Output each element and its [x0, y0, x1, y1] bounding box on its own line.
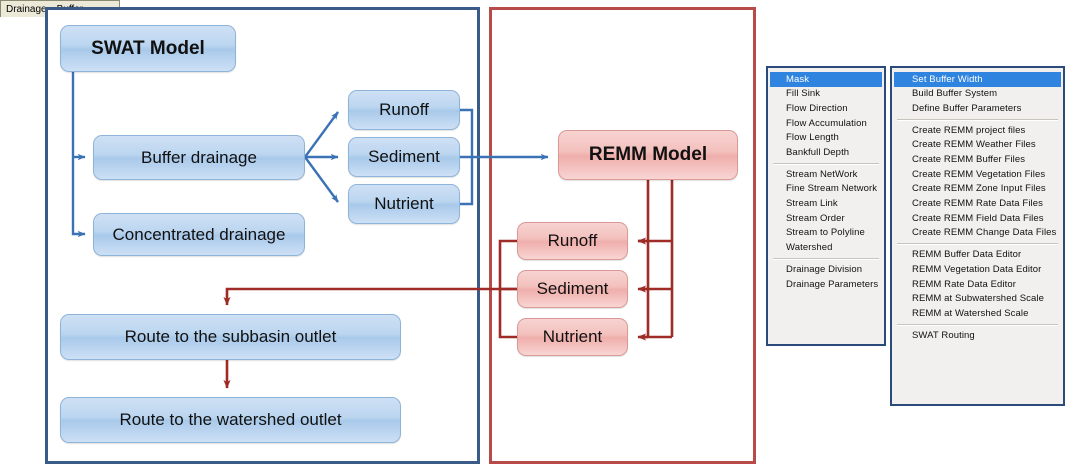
- menu-separator: [897, 118, 1058, 121]
- drainage-menu-item-fill-sink[interactable]: Fill Sink: [786, 88, 821, 100]
- node-label: Nutrient: [374, 194, 434, 214]
- menubar-item-drainage[interactable]: Drainage: [6, 3, 47, 15]
- drainage-menu-item-flow-direction[interactable]: Flow Direction: [786, 102, 848, 114]
- drainage-menu-item-fine-stream-network[interactable]: Fine Stream Network: [786, 183, 878, 195]
- menu-separator: [773, 257, 879, 260]
- buffer-menu-item-define-buffer-parameters[interactable]: Define Buffer Parameters: [912, 102, 1022, 114]
- buffer-menu-item-set-buffer-width[interactable]: Set Buffer Width: [894, 72, 1061, 87]
- drainage-menu-item-stream-to-polyline[interactable]: Stream to Polyline: [786, 227, 865, 239]
- drainage-menu-item-flow-accumulation[interactable]: Flow Accumulation: [786, 117, 867, 129]
- buffer-menu-item-create-remm-zone-input-files[interactable]: Create REMM Zone Input Files: [912, 183, 1046, 195]
- node-concentrated-drainage[interactable]: Concentrated drainage: [93, 213, 305, 256]
- buffer-menu-item-remm-at-watershed-scale[interactable]: REMM at Watershed Scale: [912, 307, 1029, 319]
- node-label: Runoff: [547, 231, 598, 251]
- buffer-menu-item-create-remm-project-files[interactable]: Create REMM project files: [912, 124, 1026, 136]
- drainage-menu-item-watershed[interactable]: Watershed: [786, 242, 833, 254]
- drainage-menu-item-mask[interactable]: Mask: [770, 72, 882, 87]
- node-label: Sediment: [368, 147, 440, 167]
- node-route-subbasin-outlet[interactable]: Route to the subbasin outlet: [60, 314, 401, 360]
- node-sediment-remm[interactable]: Sediment: [517, 270, 628, 308]
- node-nutrient-swat[interactable]: Nutrient: [348, 184, 460, 224]
- node-buffer-drainage[interactable]: Buffer drainage: [93, 135, 305, 180]
- buffer-menu-item-remm-vegetation-data-editor[interactable]: REMM Vegetation Data Editor: [912, 263, 1042, 275]
- node-runoff-swat[interactable]: Runoff: [348, 90, 460, 130]
- buffer-menu-item-swat-routing[interactable]: SWAT Routing: [912, 329, 975, 341]
- drainage-menu-item-drainage-division[interactable]: Drainage Division: [786, 263, 863, 275]
- buffer-menu-item-create-remm-field-data-files[interactable]: Create REMM Field Data Files: [912, 212, 1044, 224]
- menu-separator: [897, 243, 1058, 246]
- node-label: SWAT Model: [91, 37, 205, 59]
- drainage-menu-item-drainage-parameters[interactable]: Drainage Parameters: [786, 278, 879, 290]
- menu-separator: [773, 162, 879, 165]
- buffer-menu-item-build-buffer-system[interactable]: Build Buffer System: [912, 88, 998, 100]
- node-swat-model[interactable]: SWAT Model: [60, 25, 236, 72]
- node-label: Nutrient: [542, 327, 603, 347]
- buffer-menu-item-remm-at-subwatershed-scale[interactable]: REMM at Subwatershed Scale: [912, 293, 1044, 305]
- node-label: Sediment: [536, 279, 609, 299]
- drainage-menu-item-bankfull-depth[interactable]: Bankfull Depth: [786, 147, 850, 159]
- buffer-menu-item-remm-rate-data-editor[interactable]: REMM Rate Data Editor: [912, 278, 1016, 290]
- node-label: Buffer drainage: [141, 147, 257, 167]
- menu-separator: [897, 323, 1058, 326]
- node-remm-model[interactable]: REMM Model: [558, 130, 738, 180]
- node-label: REMM Model: [588, 144, 708, 166]
- buffer-menu-item-create-remm-weather-files[interactable]: Create REMM Weather Files: [912, 139, 1036, 151]
- buffer-menu-item-create-remm-rate-data-files[interactable]: Create REMM Rate Data Files: [912, 198, 1043, 210]
- node-nutrient-remm[interactable]: Nutrient: [517, 318, 628, 356]
- drainage-menu-item-stream-link[interactable]: Stream Link: [786, 198, 838, 210]
- buffer-menu-item-create-remm-change-data-files[interactable]: Create REMM Change Data Files: [912, 227, 1057, 239]
- node-runoff-remm[interactable]: Runoff: [517, 222, 628, 260]
- node-label: Route to the watershed outlet: [119, 410, 342, 430]
- node-sediment-swat[interactable]: Sediment: [348, 137, 460, 177]
- node-label: Route to the subbasin outlet: [124, 327, 337, 347]
- buffer-menu-item-remm-buffer-data-editor[interactable]: REMM Buffer Data Editor: [912, 249, 1022, 261]
- drainage-menu-item-flow-length[interactable]: Flow Length: [786, 132, 839, 144]
- drainage-menu-item-stream-order[interactable]: Stream Order: [786, 212, 845, 224]
- node-label: Concentrated drainage: [112, 224, 286, 244]
- buffer-menu-item-create-remm-vegetation-files[interactable]: Create REMM Vegetation Files: [912, 168, 1046, 180]
- buffer-menu-item-create-remm-buffer-files[interactable]: Create REMM Buffer Files: [912, 154, 1026, 166]
- node-label: Runoff: [379, 100, 429, 120]
- node-route-watershed-outlet[interactable]: Route to the watershed outlet: [60, 397, 401, 443]
- drainage-menu-item-stream-network[interactable]: Stream NetWork: [786, 168, 858, 180]
